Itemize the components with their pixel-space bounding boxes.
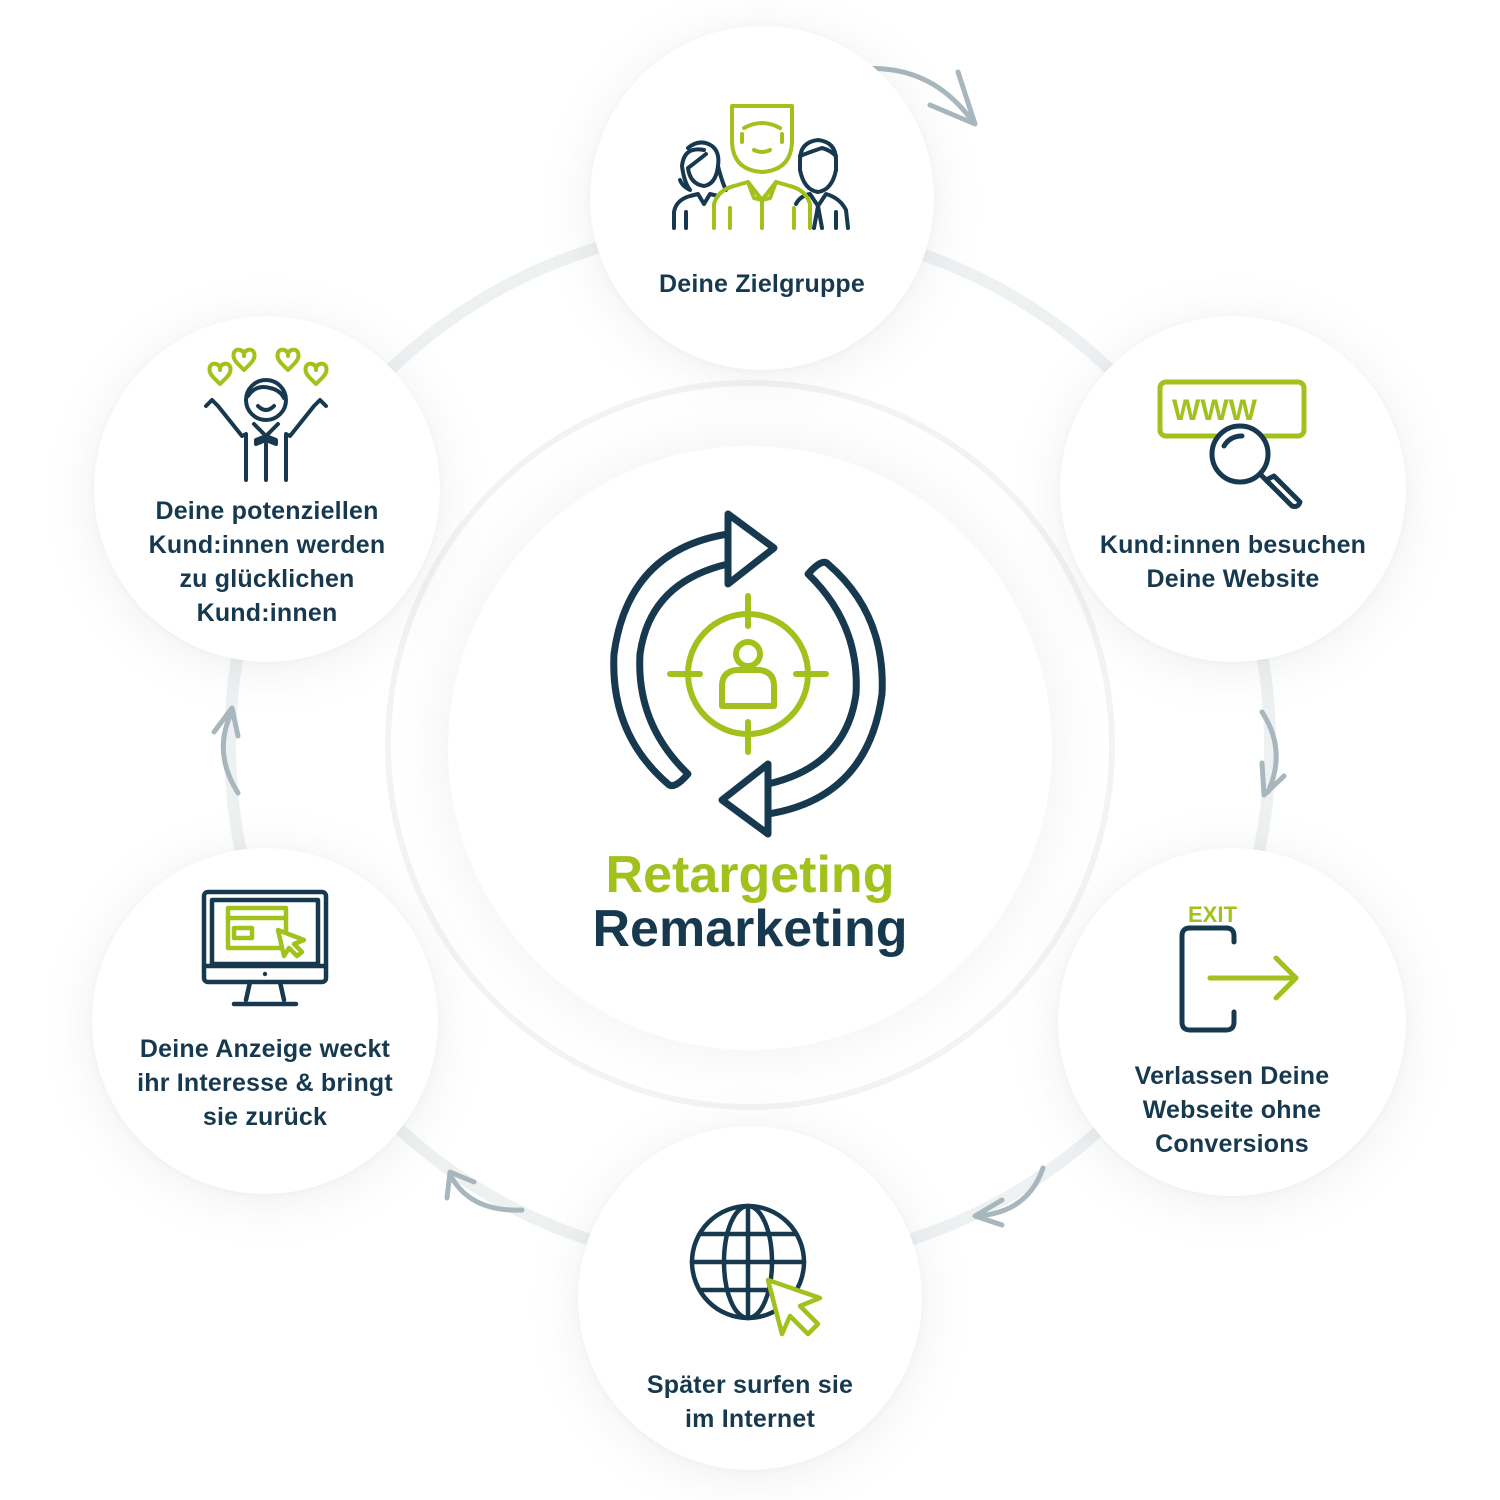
step-label-target-group: Deine Zielgruppe bbox=[658, 270, 865, 298]
refresh-target-icon bbox=[610, 510, 886, 838]
arrow-3-to-4 bbox=[972, 1165, 1046, 1228]
arrow-4-to-5 bbox=[444, 1169, 525, 1213]
svg-text:WWW: WWW bbox=[1172, 394, 1258, 427]
exit-door-icon: EXIT bbox=[1179, 902, 1299, 1033]
arrow-5-to-6 bbox=[211, 705, 241, 796]
www-search-icon: WWW bbox=[1157, 379, 1307, 509]
step-label-exit: Verlassen Deine Webseite ohne Conversion… bbox=[1134, 1062, 1330, 1158]
globe-cursor-icon bbox=[689, 1203, 823, 1337]
arrow-2-to-3 bbox=[1259, 709, 1287, 798]
step-circle-happy-customer bbox=[94, 316, 440, 662]
title-remarketing: Remarketing bbox=[592, 900, 908, 958]
monitor-ad-icon bbox=[201, 889, 329, 1007]
step-label-ad: Deine Anzeige weckt ihr Interesse & brin… bbox=[137, 1035, 393, 1131]
target-group-people-icon bbox=[672, 104, 850, 230]
title-retargeting: Retargeting bbox=[605, 846, 895, 904]
step-label-happy-customer: Deine potenziellen Kund:innen werden zu … bbox=[148, 497, 386, 627]
svg-text:EXIT: EXIT bbox=[1188, 902, 1237, 927]
step-label-browsing: Später surfen sie im Internet bbox=[646, 1371, 854, 1433]
step-circle-ad bbox=[92, 848, 438, 1194]
step-label-website-visit: Kund:innen besuchen Deine Website bbox=[1099, 531, 1367, 593]
happy-customer-icon bbox=[204, 347, 329, 482]
step-circle-website-visit bbox=[1060, 316, 1406, 662]
